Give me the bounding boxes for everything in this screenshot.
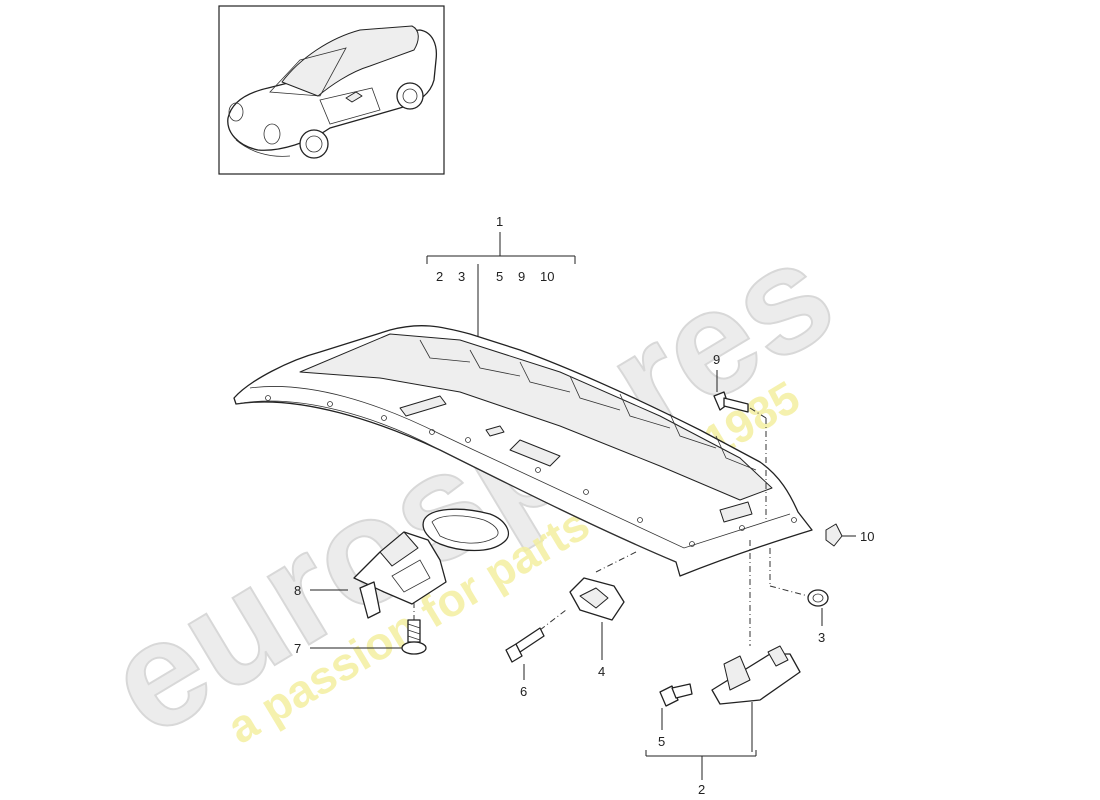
callout-1-label: 1 (496, 214, 503, 229)
callout-1-component: 5 (496, 269, 503, 284)
part-10-clip: 10 (825, 523, 874, 547)
callout-1-component: 10 (540, 269, 554, 284)
callout-6-label: 6 (520, 684, 527, 699)
callout-10-label: 10 (860, 529, 874, 544)
vehicle-thumbnail (218, 5, 445, 175)
callout-5-label: 5 (658, 734, 665, 749)
car-convertible-icon (227, 25, 438, 159)
part-3-grommet: 3 (769, 548, 829, 645)
callout-9-label: 9 (713, 352, 720, 367)
callout-2-label: 2 (698, 782, 705, 797)
callout-1-component: 9 (518, 269, 525, 284)
callout-4-label: 4 (598, 664, 605, 679)
callout-3-label: 3 (818, 630, 825, 645)
callout-1-group: 1 2 3 5 9 10 (426, 214, 576, 340)
callout-8-label: 8 (294, 583, 301, 598)
part-6-bolt: 6 (505, 609, 567, 699)
rear-panel-trim (233, 324, 813, 577)
part-8-latch: 8 (294, 508, 509, 619)
callout-1-component: 3 (458, 269, 465, 284)
part-4-mount: 4 (569, 551, 637, 679)
part-2-bracket: 5 2 (645, 540, 801, 797)
callout-7-label: 7 (294, 641, 301, 656)
callout-1-component: 2 (436, 269, 443, 284)
part-7-screw: 7 (294, 602, 427, 656)
part-9-bolt: 9 (713, 352, 767, 520)
